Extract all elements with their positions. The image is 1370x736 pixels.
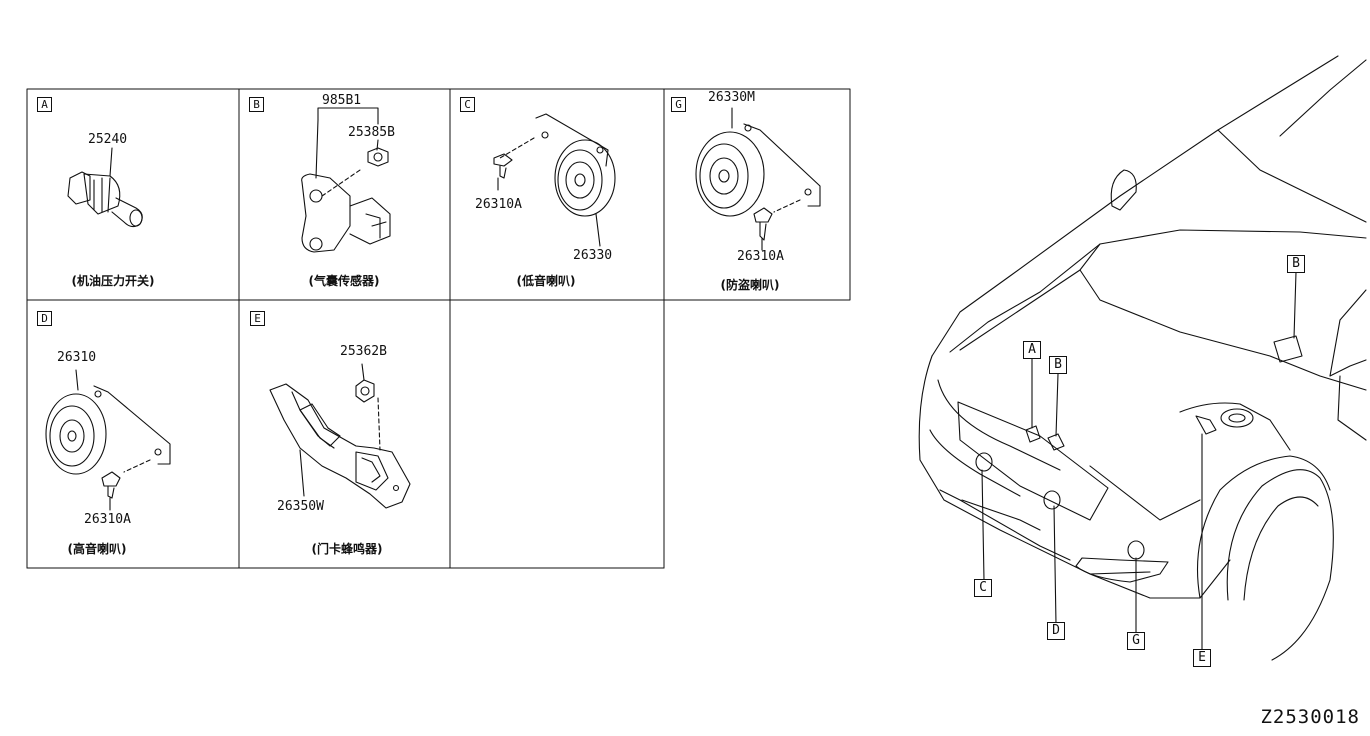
part-number-25362b: 25362B — [340, 344, 387, 359]
airbag-sensor-drawing — [301, 107, 391, 253]
vehicle-outline-drawing — [918, 55, 1367, 661]
caption-low-horn: (低音喇叭) — [516, 274, 576, 288]
panel-key-b: B — [249, 97, 264, 112]
anti-theft-horn-drawing — [695, 107, 821, 251]
panel-key-d: D — [37, 311, 52, 326]
panel-key-c: C — [460, 97, 475, 112]
panel-key-g: G — [671, 97, 686, 112]
high-horn-drawing — [45, 369, 171, 511]
part-number-26310a-c: 26310A — [475, 197, 522, 212]
vehicle-callout-g: G — [1127, 632, 1145, 650]
part-number-26350w: 26350W — [277, 499, 324, 514]
low-horn-drawing — [493, 113, 616, 247]
caption-high-horn: (高音喇叭) — [67, 542, 127, 556]
caption-anti-theft-horn: (防盗喇叭) — [720, 278, 780, 292]
caption-oil-pressure-switch: (机油压力开关) — [71, 274, 155, 288]
caption-door-buzzer: (门卡蜂鸣器) — [311, 542, 383, 556]
door-buzzer-drawing — [269, 363, 411, 509]
part-number-25240: 25240 — [88, 132, 128, 147]
panel-key-e: E — [250, 311, 265, 326]
part-number-26310: 26310 — [57, 350, 97, 365]
vehicle-callout-c: C — [974, 579, 992, 597]
vehicle-callout-a: A — [1023, 341, 1041, 359]
vehicle-callout-b: B — [1049, 356, 1067, 374]
part-number-26310a-g: 26310A — [737, 249, 784, 264]
diagram-code: Z2530018 — [1260, 706, 1360, 728]
vehicle-callout-b-upper: B — [1287, 255, 1305, 273]
caption-airbag-sensor: (气囊传感器) — [308, 274, 380, 288]
oil-pressure-switch-drawing — [67, 147, 143, 228]
parts-grid — [26, 88, 851, 569]
part-number-26310a-d: 26310A — [84, 512, 131, 527]
part-number-985b1: 985B1 — [322, 93, 362, 108]
part-number-26330: 26330 — [573, 248, 613, 263]
part-number-26330m: 26330M — [708, 90, 755, 105]
vehicle-callout-d: D — [1047, 622, 1065, 640]
part-number-25385b: 25385B — [348, 125, 395, 140]
vehicle-callout-e: E — [1193, 649, 1211, 667]
panel-key-a: A — [37, 97, 52, 112]
